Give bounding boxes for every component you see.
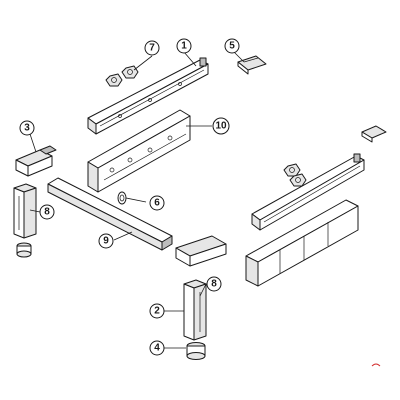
callout-7: 7 — [144, 40, 160, 56]
callout-9: 9 — [98, 233, 114, 249]
right-small-bracket — [361, 125, 387, 143]
callout-8-center-label: 8 — [211, 279, 217, 290]
callout-2: 2 — [149, 303, 165, 319]
callout-8-left: 8 — [39, 204, 55, 220]
leader-lines — [29, 49, 245, 349]
callout-6-label: 6 — [154, 198, 160, 209]
callout-1: 1 — [176, 38, 192, 54]
callout-3: 3 — [19, 120, 35, 136]
right-housing-box — [245, 199, 359, 287]
callout-4-label: 4 — [154, 343, 160, 354]
part-9-crossbar — [47, 177, 173, 251]
right-drawer-slide — [251, 153, 365, 231]
part-5-bracket — [237, 55, 267, 75]
leveling-foot-left — [16, 242, 32, 258]
callout-2-label: 2 — [154, 306, 160, 317]
callout-9-label: 9 — [103, 236, 109, 247]
part-10-side-housing — [87, 109, 191, 193]
callout-5-label: 5 — [229, 41, 235, 52]
callout-10: 10 — [212, 117, 230, 135]
callout-8-left-label: 8 — [44, 207, 50, 218]
right-nuts — [283, 163, 307, 187]
corner-bracket-center — [175, 235, 227, 267]
part-3-corner-bracket-left — [15, 145, 57, 177]
part-1-drawer-slide — [87, 57, 209, 135]
part-6-washer — [117, 191, 127, 205]
callout-7-label: 7 — [149, 43, 155, 54]
part-2-leg-tube-center — [183, 279, 207, 341]
callout-3-label: 3 — [24, 123, 30, 134]
callout-10-label: 10 — [215, 121, 227, 132]
callout-4: 4 — [149, 340, 165, 356]
callout-6: 6 — [149, 195, 165, 211]
part-7-nut — [105, 65, 139, 87]
part-8-leg-tube-left — [13, 183, 37, 239]
part-4-leveling-foot — [186, 342, 206, 360]
accent-mark — [371, 363, 381, 367]
callout-5: 5 — [224, 38, 240, 54]
callout-8-center: 8 — [206, 276, 222, 292]
callout-1-label: 1 — [181, 41, 187, 52]
